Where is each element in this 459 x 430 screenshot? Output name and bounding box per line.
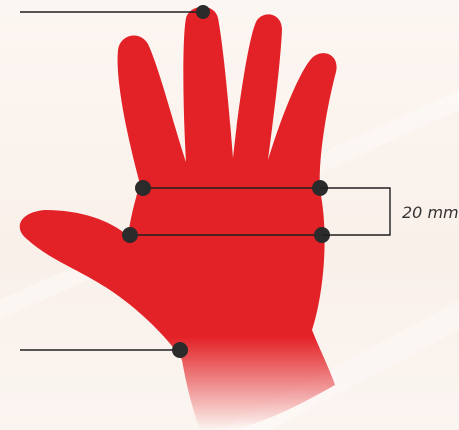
measurement-point-marker — [196, 5, 210, 19]
measurement-point-marker — [122, 227, 138, 243]
hand-silhouette-icon — [20, 7, 337, 430]
dimension-label: 20 mm — [402, 203, 459, 222]
measurement-point-marker — [135, 180, 151, 196]
dimension-bracket — [320, 188, 390, 235]
measurement-point-marker — [172, 342, 188, 358]
